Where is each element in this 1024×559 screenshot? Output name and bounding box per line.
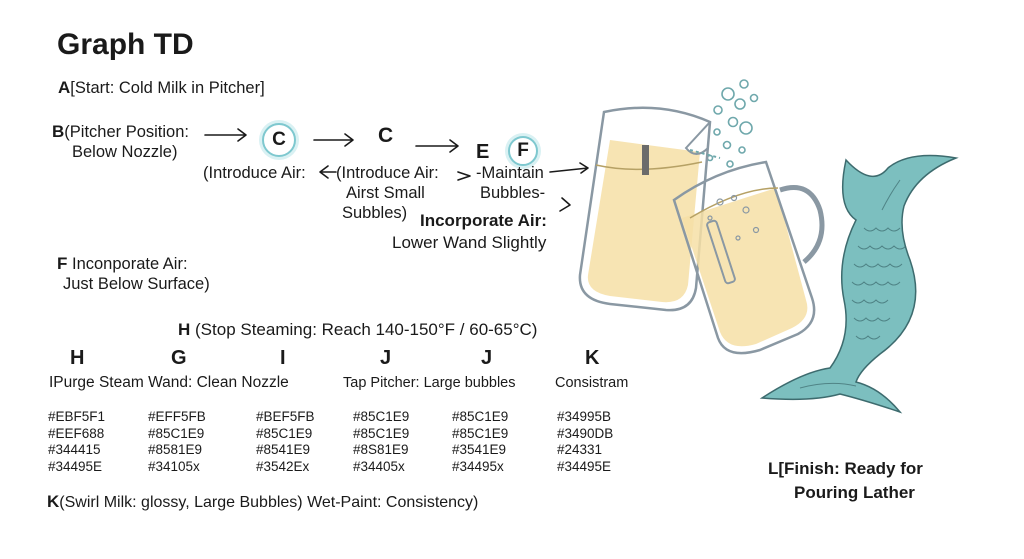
col6-name: Consistram: [555, 375, 629, 391]
node-incorporate-line1: Incorporate Air:: [420, 211, 547, 230]
hex-value: #8541E9: [256, 442, 311, 457]
hex-value: #85C1E9: [452, 409, 509, 424]
hex-value: #85C1E9: [353, 409, 410, 424]
col5-letter: J: [481, 347, 493, 369]
node-k: K(Swirl Milk: glossy, Large Bubbles) Wet…: [47, 492, 478, 513]
node-k-text: (Swirl Milk: glossy, Large Bubbles) Wet-…: [59, 494, 479, 511]
node-f-letter: F: [57, 254, 68, 273]
arrow-c2-to-f: [457, 171, 471, 181]
hex-value: #344415: [48, 442, 101, 457]
hex-value: #34495E: [557, 458, 612, 474]
node-c2-letter: C: [378, 124, 394, 147]
right-pitcher: [672, 160, 825, 355]
hex-value: #34495E: [48, 458, 103, 474]
hex-value: #BEF5FB: [256, 409, 315, 424]
hex-value: #EFF5FB: [148, 409, 206, 424]
pitcher-illustration: [578, 79, 825, 355]
tail-scales: [799, 179, 907, 389]
node-a: A[Start: Cold Milk in Pitcher]: [58, 78, 265, 98]
arrow-c2-to-e: [415, 139, 459, 153]
node-f-small-line1: -Maintain: [476, 164, 544, 182]
node-f-line2: Just Below Surface): [63, 275, 210, 293]
diagram-title: Graph TD: [57, 28, 194, 61]
hex-value: #34995B: [557, 409, 612, 424]
hex-value: #8581E9: [148, 442, 203, 457]
node-h: H (Stop Steaming: Reach 140-150°F / 60-6…: [178, 320, 537, 340]
node-h-letter: H: [178, 320, 191, 339]
node-incorporate: Incorporate Air: Lower Wand Slightly: [392, 210, 547, 254]
hex-value: #85C1E9: [353, 425, 410, 441]
node-b: B(Pitcher Position: Below Nozzle): [52, 122, 189, 162]
node-a-text: [Start: Cold Milk in Pitcher]: [70, 79, 265, 97]
hex-value: #34105x: [148, 458, 200, 474]
node-c1-circle: C: [262, 123, 296, 157]
col1-name: IPurge Steam Wand: Clean Nozzle: [49, 374, 289, 391]
hex-value: #24331: [557, 442, 603, 457]
hex-value: #85C1E9: [452, 425, 509, 441]
left-pitcher: [578, 106, 721, 312]
col2-letter: G: [171, 347, 187, 369]
col4-name: Tap Pitcher: Large bubbles: [343, 375, 516, 391]
node-k-letter: K: [47, 492, 60, 511]
col5-hex-list: #85C1E9 #85C1E9 #3541E9 #34495x: [452, 409, 508, 475]
node-c2-line3: Subbles): [342, 204, 408, 222]
col6-letter: K: [585, 347, 600, 369]
bubble-cluster: [706, 79, 759, 168]
node-a-letter: A: [58, 78, 71, 97]
arrow-b-to-c1: [204, 128, 247, 142]
node-incorporate-line2: Lower Wand Slightly: [392, 233, 547, 252]
hex-value: #34495x: [452, 458, 504, 474]
arrow-c1-to-c2: [313, 133, 354, 147]
node-f: F Inconporate Air: Just Below Surface): [57, 254, 210, 294]
node-e-letter: E: [476, 141, 490, 163]
node-f-circle: F: [508, 136, 538, 166]
hex-value: #3541E9: [452, 442, 507, 457]
hex-value: #34405x: [353, 458, 405, 474]
mermaid-tail-illustration: [759, 154, 959, 414]
node-b-line2: Below Nozzle): [72, 143, 178, 161]
col3-hex-list: #BEF5FB #85C1E9 #8541E9 #3542Ex: [256, 409, 315, 475]
hex-value: #8S81E9: [353, 442, 409, 457]
arrow-c1-c2-back: [319, 165, 337, 179]
arrow-incorporate: [559, 197, 571, 212]
node-h-text: (Stop Steaming: Reach 140-150°F / 60-65°…: [195, 320, 538, 339]
node-f-line1: Inconporate Air:: [71, 255, 188, 273]
hex-value: #85C1E9: [256, 425, 313, 441]
hex-value: #3542Ex: [256, 458, 310, 474]
node-c2-line1: (Introduce Air:: [336, 164, 439, 182]
col6-hex-list: #34995B #3490DB #24331 #34495E: [557, 409, 613, 475]
node-f-small-line2: Bubbles-: [480, 184, 546, 202]
col1-hex-list: #EBF5F1 #EEF688 #344415 #34495E: [48, 409, 105, 475]
node-b-letter: B: [52, 122, 65, 141]
node-l-line1: L[Finish: Ready for: [768, 459, 923, 478]
col4-letter: J: [380, 347, 392, 369]
node-l: L[Finish: Ready for Pouring Lather: [768, 457, 923, 505]
node-f-small-text: -Maintain Bubbles-: [476, 163, 545, 203]
col1-letter: H: [70, 347, 85, 369]
node-c2-text: (Introduce Air: Airst Small Subbles): [336, 163, 439, 223]
arrow-f-to-pitcher: [549, 162, 589, 174]
node-b-line1: (Pitcher Position:: [64, 123, 189, 141]
col2-hex-list: #EFF5FB #85C1E9 #8581E9 #34105x: [148, 409, 206, 475]
node-l-line2: Pouring Lather: [794, 483, 915, 502]
col3-letter: I: [280, 347, 286, 369]
hex-value: #EEF688: [48, 425, 105, 441]
tail-body: [759, 154, 959, 414]
hex-value: #85C1E9: [148, 425, 205, 441]
col4-hex-list: #85C1E9 #85C1E9 #8S81E9 #34405x: [353, 409, 409, 475]
node-c1-label: (Introduce Air:: [203, 164, 306, 182]
hex-value: #EBF5F1: [48, 409, 106, 424]
node-c2-line2: Airst Small: [346, 184, 425, 202]
hex-value: #3490DB: [557, 425, 614, 441]
